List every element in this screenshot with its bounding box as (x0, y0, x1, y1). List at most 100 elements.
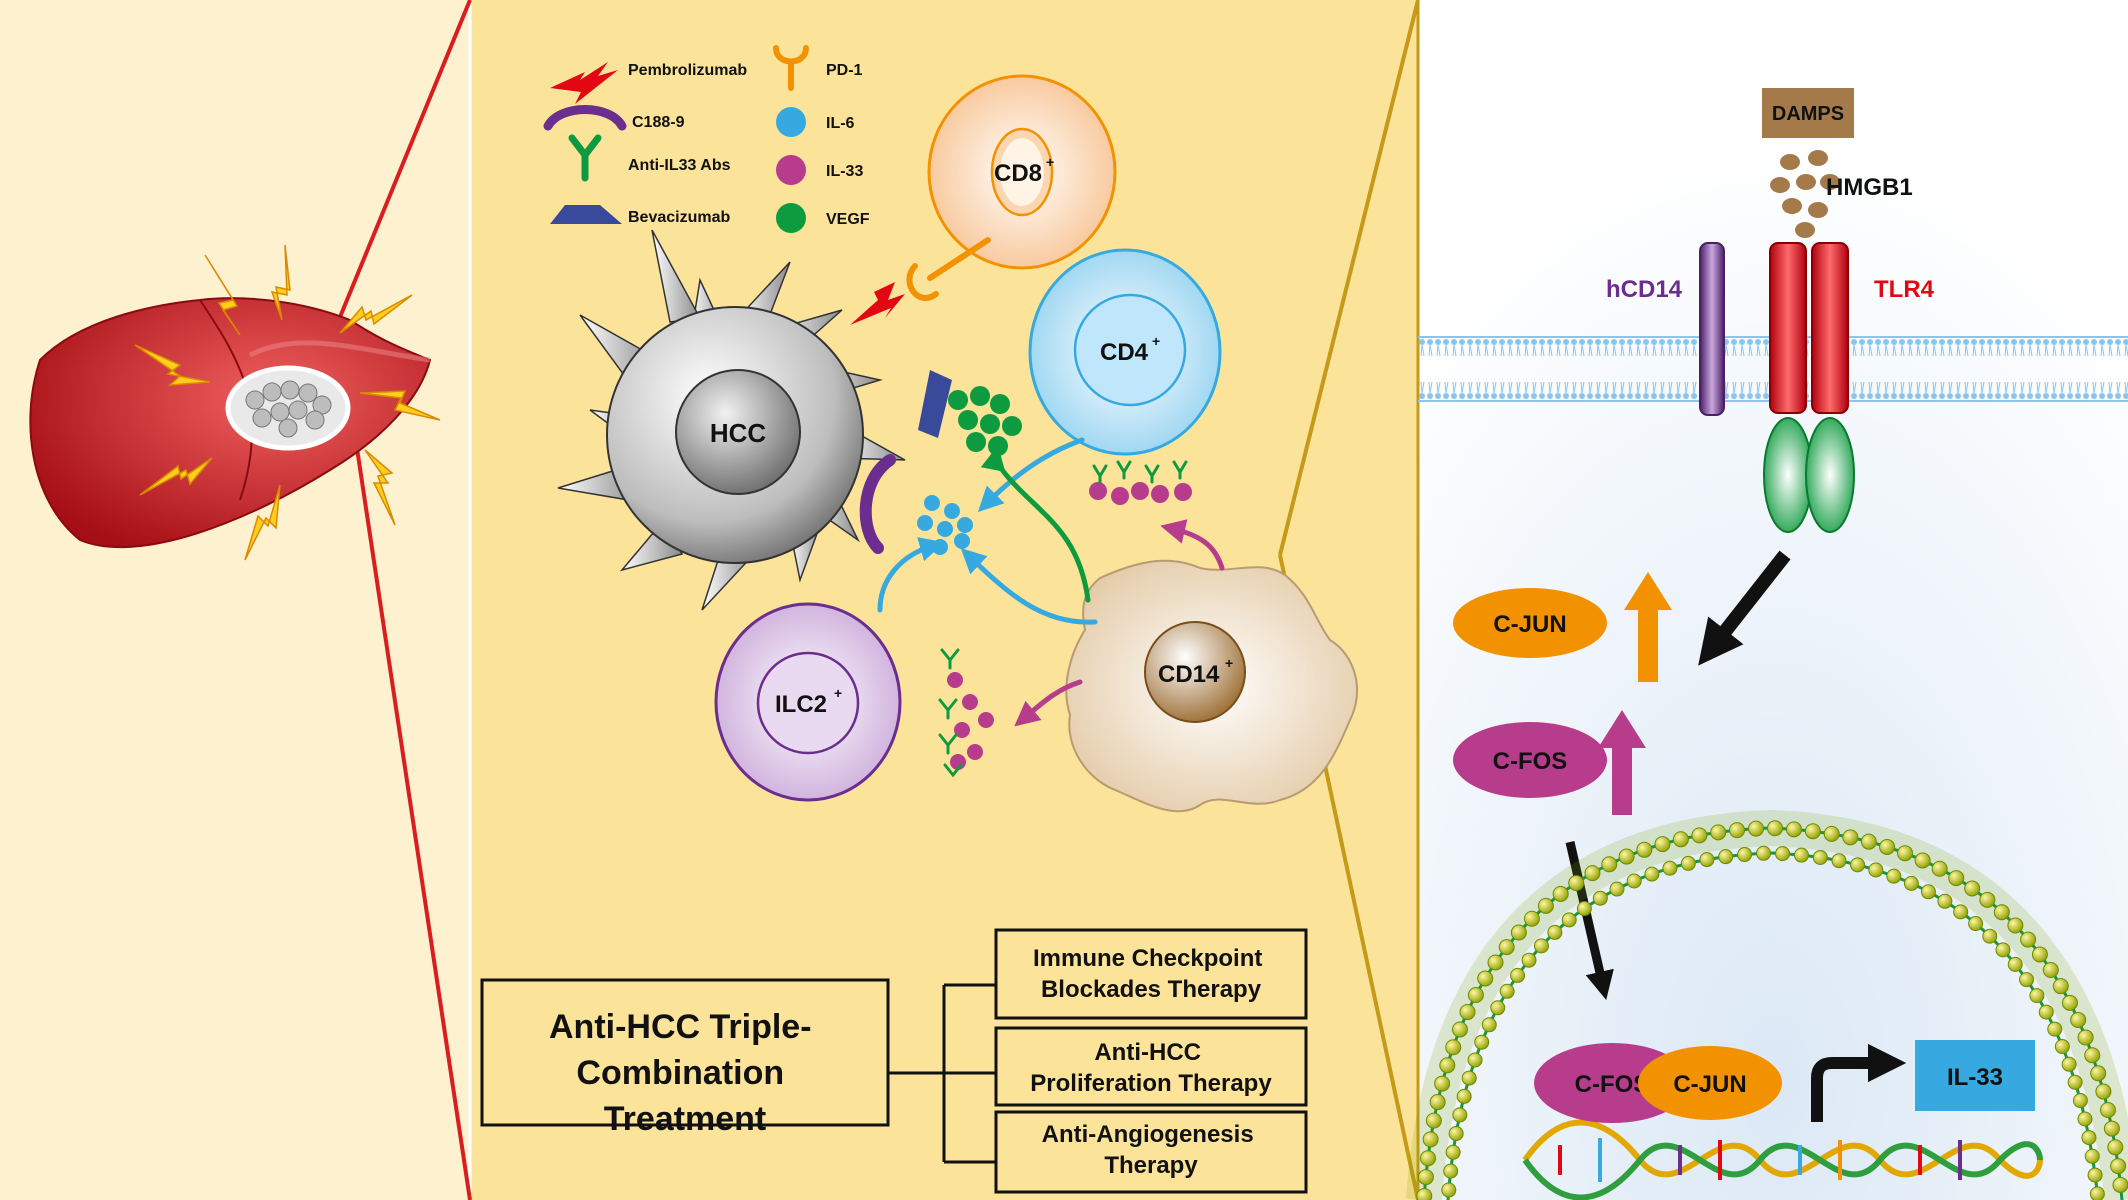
membrane-bead (1812, 849, 1828, 865)
membrane-bead (1793, 847, 1809, 863)
membrane-bead (1718, 849, 1734, 865)
cd4-label: CD4 (1100, 339, 1149, 366)
membrane-bead (2087, 1167, 2103, 1183)
membrane-bead (1903, 875, 1919, 891)
membrane-bead (1422, 1131, 1439, 1148)
membrane-bead (1636, 841, 1653, 858)
cd4-sup: + (1152, 333, 1160, 349)
ilc2-label: ILC2 (775, 691, 827, 718)
nuclear-membrane (1406, 809, 2128, 1200)
membrane-bead (1601, 856, 1618, 873)
main-treatment-line-2: Combination (576, 1054, 784, 1092)
membrane-bead (1644, 866, 1660, 882)
membrane-bead (2077, 1111, 2093, 1127)
membrane-bead (1584, 865, 1601, 882)
c188-icon (543, 105, 627, 131)
membrane-bead (1477, 970, 1494, 987)
therapy-box-3 (994, 1110, 1308, 1194)
membrane-bead (1452, 1107, 1468, 1123)
bevacizumab-icon (550, 205, 622, 224)
membrane-bead (1552, 885, 1569, 902)
damps-label: DAMPS (1772, 103, 1844, 125)
main-treatment-line-1: Anti-HCC Triple- (549, 1008, 812, 1046)
therapy-2-text: Anti-HCC Proliferation Therapy (1030, 1039, 1272, 1097)
membrane-bead (2019, 972, 2035, 988)
nuclear-cfos-label: C-FOS (1575, 1071, 1650, 1098)
membrane-bead (1968, 916, 1984, 932)
membrane-bead (1448, 1126, 1464, 1142)
membrane-bead (1443, 1163, 1459, 1179)
hcc-label: HCC (710, 418, 767, 448)
membrane-bead (2070, 1011, 2087, 1028)
membrane-bead (2095, 1083, 2112, 1100)
cd14-cell: CD14 + (1065, 559, 1359, 813)
membrane-bead (1982, 928, 1998, 944)
cfos-label: C-FOS (1493, 748, 1568, 775)
membrane-bead (2081, 1130, 2097, 1146)
membrane-bead (1461, 1070, 1477, 1086)
cjun-label: C-JUN (1493, 611, 1566, 638)
membrane-bead (1459, 1004, 1476, 1021)
membrane-bead (1467, 1052, 1483, 1068)
pd1-receptor (906, 237, 991, 301)
membrane-bead (2038, 1004, 2054, 1020)
membrane-bead (1775, 846, 1791, 862)
cd14-sup: + (1225, 655, 1233, 671)
membrane-bead (1953, 904, 1969, 920)
membrane-bead (1831, 853, 1847, 869)
main-treatment-line-3: Treatment (604, 1100, 767, 1138)
membrane-bead (1680, 855, 1696, 871)
therapy-1-text: Immune Checkpoint Blockades Therapy (1033, 945, 1269, 1003)
membrane-bead (1860, 833, 1877, 850)
membrane-bead (1568, 875, 1585, 892)
tumor-cells-cluster (245, 380, 332, 438)
therapy-3-text: Anti-Angiogenesis Therapy (1042, 1121, 1261, 1179)
membrane-bead (1920, 884, 1936, 900)
legend-c188-label: C188-9 (632, 114, 685, 131)
membrane-bead (1434, 1075, 1451, 1092)
membrane-bead (1451, 1021, 1468, 1038)
membrane-bead (2007, 956, 2023, 972)
legend-bevacizumab-label: Bevacizumab (628, 209, 730, 226)
membrane-bead (1510, 967, 1526, 983)
cjun-up-arrow (1624, 572, 1672, 682)
membrane-bead (1842, 829, 1859, 846)
membrane-bead (1626, 873, 1642, 889)
membrane-bead (1419, 1150, 1436, 1167)
legend-anti-il33-label: Anti-IL33 Abs (628, 157, 731, 174)
membrane-bead (2099, 1102, 2116, 1119)
tlr4-label: TLR4 (1874, 276, 1935, 303)
membrane-bead (1729, 822, 1746, 839)
membrane-bead (2084, 1148, 2100, 1164)
membrane-bead (2029, 988, 2045, 1004)
membrane-bead (1416, 1188, 1433, 1200)
membrane-bead (1914, 852, 1931, 869)
lightning-bolts (134, 244, 441, 561)
membrane-bead (1964, 880, 1981, 897)
membrane-bead (1886, 868, 1902, 884)
cd8-sup: + (1046, 154, 1054, 170)
membrane-bead (1441, 1182, 1457, 1198)
membrane-bead (2020, 931, 2037, 948)
membrane-bead (1654, 836, 1671, 853)
membrane-bead (1767, 820, 1784, 837)
main-treatment-box (480, 978, 890, 1127)
hmgb1-label: HMGB1 (1826, 174, 1913, 201)
il33-gene-box (1915, 1040, 2035, 1111)
membrane-bead (2107, 1139, 2124, 1156)
il33-antibody-group-ilc2 (938, 648, 994, 778)
pembrolizumab-drug-icon (850, 282, 905, 325)
membrane-bead (1804, 823, 1821, 840)
membrane-bead (1592, 890, 1608, 906)
membrane-bead (1499, 983, 1515, 999)
ilc2-sup: + (834, 685, 842, 701)
membrane-bead (1937, 893, 1953, 909)
main-treatment-title: Anti-HCC Triple- Combination Treatment (549, 1008, 821, 1138)
membrane-bead (1576, 901, 1592, 917)
cfos-up-arrow (1598, 710, 1646, 815)
dna-helix (1522, 1119, 2043, 1200)
transcription-arrow (1811, 1043, 1907, 1122)
membrane-bead (1561, 912, 1577, 928)
tlr4-to-cjun-arrow (1698, 550, 1791, 666)
